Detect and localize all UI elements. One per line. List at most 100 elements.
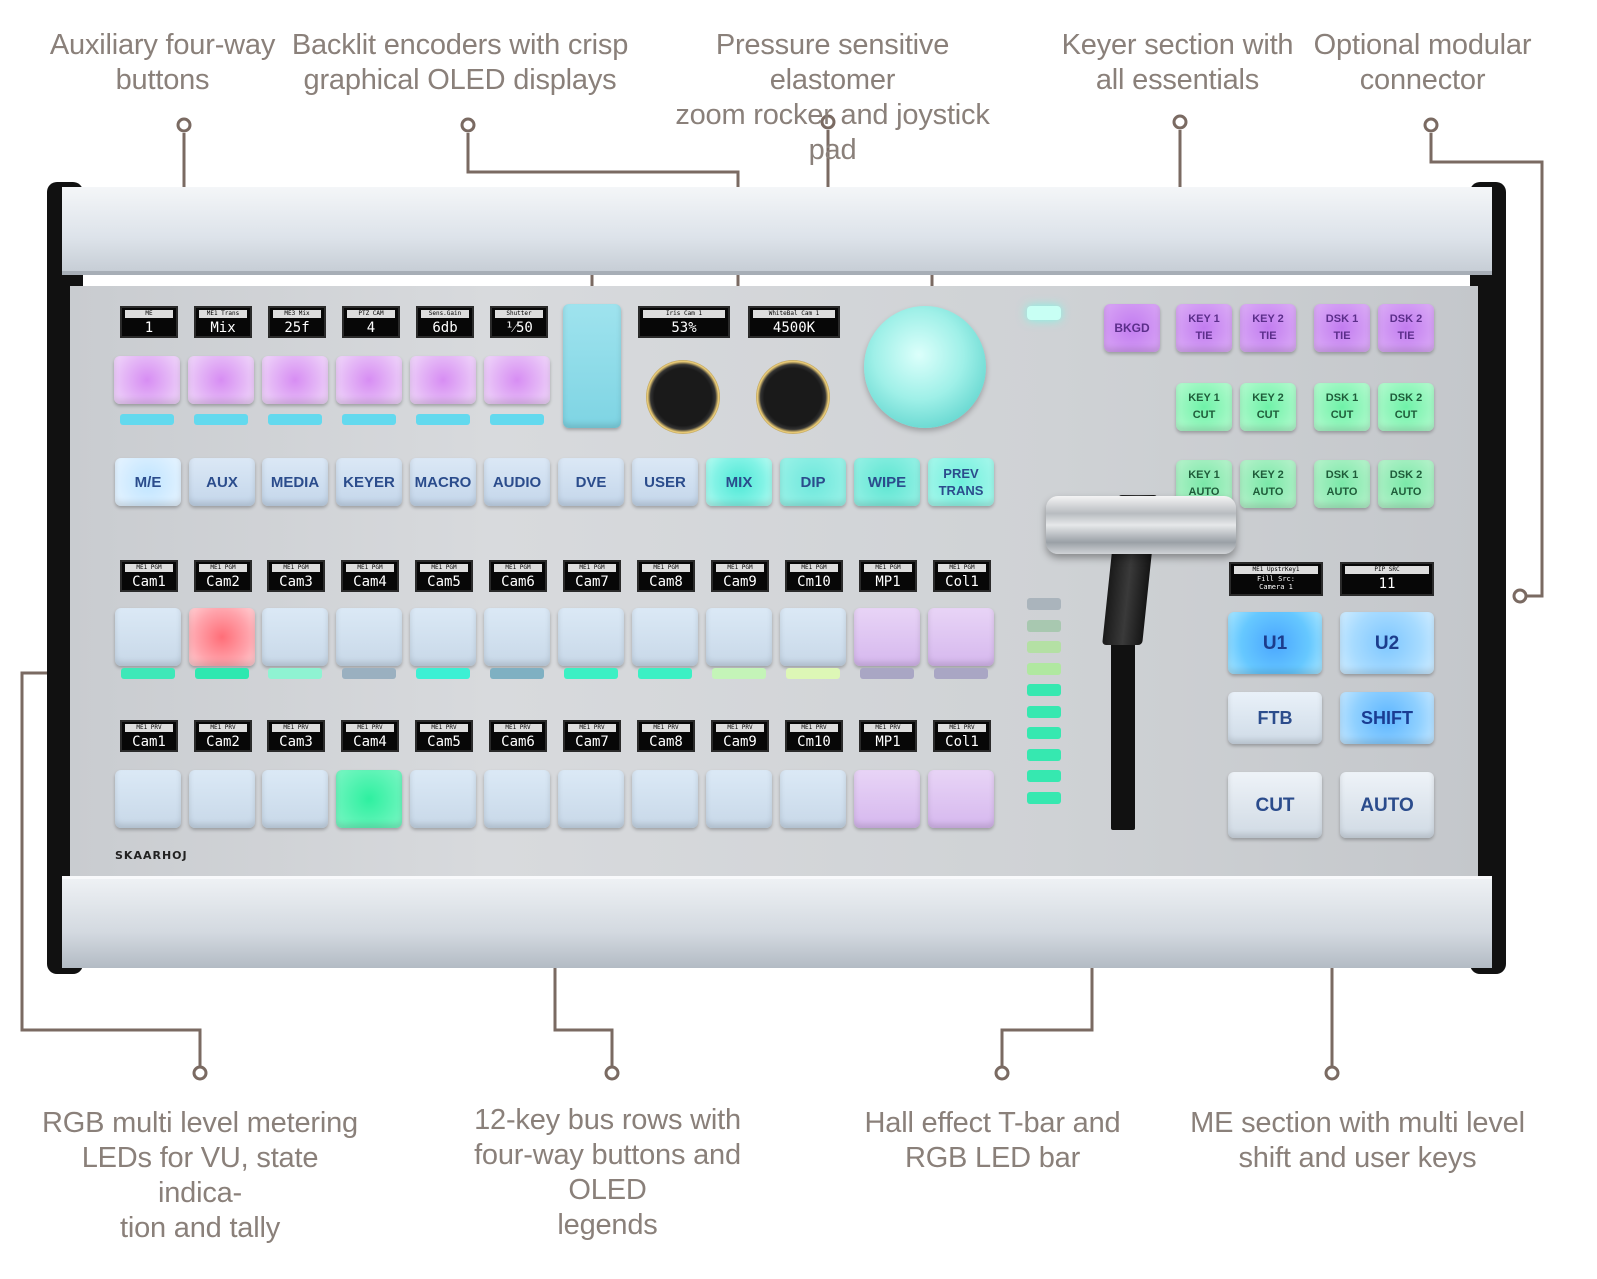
- tbar-led: [1027, 727, 1061, 739]
- program-bus-button[interactable]: [484, 608, 550, 666]
- bkgd-button[interactable]: BKGD: [1104, 304, 1160, 352]
- encoder-knob-iris[interactable]: [646, 360, 720, 434]
- menu-button-macro[interactable]: MACRO: [410, 458, 476, 506]
- aux-led: [194, 414, 248, 425]
- menu-button-m-e[interactable]: M/E: [115, 458, 181, 506]
- auto-button[interactable]: AUTO: [1340, 772, 1434, 838]
- meter-led: [342, 668, 396, 679]
- preview-bus-button[interactable]: [189, 770, 255, 828]
- ftb-button[interactable]: FTB: [1228, 692, 1322, 744]
- preview-bus-button[interactable]: [928, 770, 994, 828]
- aux-four-way-button[interactable]: [262, 356, 328, 404]
- meter-led: [195, 668, 249, 679]
- callout-connector: Optional modular connector: [1313, 29, 1532, 96]
- tbar-led: [1027, 791, 1061, 804]
- menu-button-aux[interactable]: AUX: [189, 458, 255, 506]
- keyer-dsk-1-cut-button[interactable]: DSK 1 CUT: [1314, 383, 1370, 431]
- program-bus-button[interactable]: [336, 608, 402, 666]
- preview-bus-button[interactable]: [336, 770, 402, 828]
- meter-led: [490, 668, 544, 679]
- encoder-display-whitebal: WhiteBal Cam 1 4500K: [748, 306, 840, 338]
- program-bus-button[interactable]: [262, 608, 328, 666]
- aux-four-way-button[interactable]: [484, 356, 550, 404]
- keyer-key-2-auto-button[interactable]: KEY 2 AUTO: [1240, 460, 1296, 508]
- preview-bus-button[interactable]: [410, 770, 476, 828]
- menu-button-media[interactable]: MEDIA: [262, 458, 328, 506]
- bottom-rail: [62, 876, 1492, 968]
- program-bus-button[interactable]: [928, 608, 994, 666]
- program-bus-button[interactable]: [558, 608, 624, 666]
- menu-button-mix[interactable]: MIX: [706, 458, 772, 506]
- tbar-led: [1027, 641, 1061, 653]
- aux-four-way-button[interactable]: [336, 356, 402, 404]
- aux-four-way-button[interactable]: [188, 356, 254, 404]
- program-bus-button[interactable]: [632, 608, 698, 666]
- program-bus-button[interactable]: [115, 608, 181, 666]
- user-key-1-button[interactable]: U1: [1228, 612, 1322, 674]
- preview-bus-button[interactable]: [115, 770, 181, 828]
- tbar-led: [1027, 770, 1061, 782]
- keyer-key-1-tie-button[interactable]: KEY 1 TIE: [1176, 304, 1232, 352]
- shift-button[interactable]: SHIFT: [1340, 692, 1434, 744]
- callout-keyer: Keyer section with all essentials: [1061, 29, 1294, 96]
- preview-bus-button[interactable]: [558, 770, 624, 828]
- keyer-key-2-tie-button[interactable]: KEY 2 TIE: [1240, 304, 1296, 352]
- menu-button-dve[interactable]: DVE: [558, 458, 624, 506]
- preview-bus-button[interactable]: [706, 770, 772, 828]
- preview-bus-button[interactable]: [262, 770, 328, 828]
- preview-bus-button[interactable]: [484, 770, 550, 828]
- keyer-key-2-cut-button[interactable]: KEY 2 CUT: [1240, 383, 1296, 431]
- cut-button[interactable]: CUT: [1228, 772, 1322, 838]
- joystick-pad[interactable]: [864, 306, 986, 428]
- encoder-display-iris: Iris Cam 1 53%: [638, 306, 730, 338]
- preview-bus-button[interactable]: [632, 770, 698, 828]
- menu-button-audio[interactable]: AUDIO: [484, 458, 550, 506]
- menu-button-wipe[interactable]: WIPE: [854, 458, 920, 506]
- keyer-dsk-2-tie-button[interactable]: DSK 2 TIE: [1378, 304, 1434, 352]
- program-bus-button[interactable]: [189, 608, 255, 666]
- program-bus-button[interactable]: [780, 608, 846, 666]
- program-bus-button[interactable]: [854, 608, 920, 666]
- menu-button-dip[interactable]: DIP: [780, 458, 846, 506]
- keyer-dsk-1-auto-button[interactable]: DSK 1 AUTO: [1314, 460, 1370, 508]
- user-key-2-button[interactable]: U2: [1340, 612, 1434, 674]
- meter-led: [121, 668, 175, 679]
- encoder-knob-whitebal[interactable]: [756, 360, 830, 434]
- keyer-dsk-2-cut-button[interactable]: DSK 2 CUT: [1378, 383, 1434, 431]
- preview-bus-button[interactable]: [780, 770, 846, 828]
- aux-led: [268, 414, 322, 425]
- aux-led: [416, 414, 470, 425]
- status-led: [1027, 306, 1061, 320]
- aux-four-way-button[interactable]: [114, 356, 180, 404]
- zoom-rocker[interactable]: [563, 304, 621, 428]
- keyer-dsk-2-auto-button[interactable]: DSK 2 AUTO: [1378, 460, 1434, 508]
- menu-button-keyer[interactable]: KEYER: [336, 458, 402, 506]
- preview-bus-button[interactable]: [854, 770, 920, 828]
- keyer-dsk-1-tie-button[interactable]: DSK 1 TIE: [1314, 304, 1370, 352]
- tbar-handle[interactable]: [1046, 496, 1236, 554]
- keyer-key-1-cut-button[interactable]: KEY 1 CUT: [1176, 383, 1232, 431]
- callout-joystick: Pressure sensitive elastomer zoom rocker…: [675, 29, 990, 166]
- program-bus-button[interactable]: [410, 608, 476, 666]
- aux-four-way-button[interactable]: [410, 356, 476, 404]
- meter-led: [860, 668, 914, 679]
- tbar-led: [1027, 598, 1061, 610]
- program-bus-button[interactable]: [706, 608, 772, 666]
- me-display-upstream-key: ME1 UpstrKey1 Fill Src: Camera 1: [1229, 562, 1323, 596]
- menu-button-prev-trans[interactable]: PREV TRANS: [928, 458, 994, 506]
- menu-button-user[interactable]: USER: [632, 458, 698, 506]
